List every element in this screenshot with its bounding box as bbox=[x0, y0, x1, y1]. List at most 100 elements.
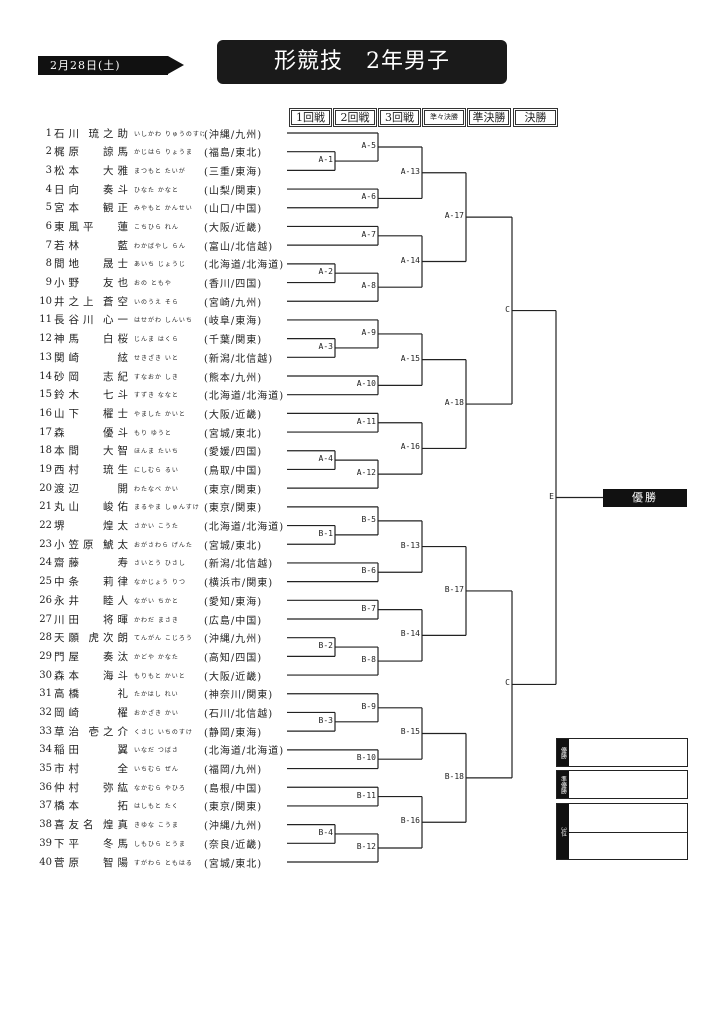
given-name: 将暉 bbox=[103, 613, 132, 626]
player-row: 14 砂岡志紀 すなおか しき (熊本/九州) bbox=[38, 368, 284, 384]
player-row: 3 松本大雅 まつもと たいが (三重/東海) bbox=[38, 162, 284, 178]
family-name: 渡辺 bbox=[54, 482, 83, 495]
given-name: 智陽 bbox=[103, 856, 132, 869]
given-name: 睦人 bbox=[103, 594, 132, 607]
player-kana: なかじょう りつ bbox=[134, 579, 186, 587]
match-label: A-7 bbox=[361, 229, 376, 239]
player-region: (三重/東海) bbox=[204, 166, 263, 178]
player-name: 石川琉之助 bbox=[54, 126, 132, 141]
player-row: 22 堺煌太 さかい こうた (北海道/北海道) bbox=[38, 518, 284, 534]
player-region: (愛知/東海) bbox=[204, 596, 263, 608]
player-region: (島根/中国) bbox=[204, 783, 263, 795]
champion-label: 優勝 bbox=[603, 488, 687, 507]
given-name: 優斗 bbox=[103, 426, 132, 439]
player-kana: なかむら やひろ bbox=[134, 784, 186, 792]
player-number: 25 bbox=[39, 576, 52, 588]
player-row: 23 小笠原鯱太 おがさわら げんた (宮城/東北) bbox=[38, 536, 284, 552]
match-label: B-4 bbox=[318, 827, 333, 837]
player-row: 37 橋本拓 はしもと たく (東京/関東) bbox=[38, 798, 284, 814]
player-name: 長谷川心一 bbox=[54, 312, 132, 327]
player-name: 喜友名煌真 bbox=[54, 817, 132, 832]
match-label: A-2 bbox=[318, 267, 333, 277]
player-name: 永井睦人 bbox=[54, 593, 132, 608]
match-label: B-11 bbox=[356, 790, 376, 800]
player-row: 1 石川琉之助 いしかわ りゅうのすけ (沖縄/九州) bbox=[38, 125, 284, 141]
given-name: 蒼空 bbox=[103, 295, 132, 308]
player-name: 西村琉生 bbox=[54, 462, 132, 477]
family-name: 草治 bbox=[54, 725, 83, 738]
player-number: 6 bbox=[45, 220, 52, 232]
player-row: 19 西村琉生 にしむら るい (鳥取/中国) bbox=[38, 461, 284, 477]
given-name: 開 bbox=[117, 482, 132, 495]
player-region: (沖縄/九州) bbox=[204, 129, 263, 141]
match-label: A-17 bbox=[444, 211, 464, 221]
match-label: B-9 bbox=[361, 701, 376, 711]
family-name: 仲村 bbox=[54, 781, 83, 794]
player-kana: てんがん こじろう bbox=[134, 635, 193, 643]
player-number: 18 bbox=[39, 445, 52, 457]
result-divider bbox=[569, 831, 687, 833]
player-number: 38 bbox=[39, 819, 52, 831]
player-region: (千葉/関東) bbox=[204, 335, 263, 347]
round-header-2: 2回戦 bbox=[333, 108, 377, 127]
match-label: B-7 bbox=[361, 603, 376, 613]
family-name: 高橋 bbox=[54, 688, 83, 701]
player-kana: ほんま たいち bbox=[134, 448, 179, 456]
player-name: 高橋礼 bbox=[54, 686, 132, 701]
player-number: 32 bbox=[39, 706, 52, 718]
result-tag-first: 優勝 bbox=[557, 739, 569, 766]
family-name: 砂岡 bbox=[54, 370, 83, 383]
family-name: 鈴木 bbox=[54, 389, 83, 402]
player-number: 30 bbox=[39, 669, 52, 681]
player-region: (北海道/北海道) bbox=[204, 746, 285, 758]
player-region: (大阪/近畿) bbox=[204, 671, 263, 683]
player-number: 27 bbox=[39, 613, 52, 625]
match-label: B-17 bbox=[444, 584, 464, 594]
player-region: (神奈川/関東) bbox=[204, 690, 274, 702]
family-name: 井之上 bbox=[54, 295, 98, 308]
player-region: (高知/四国) bbox=[204, 652, 263, 664]
family-name: 稲田 bbox=[54, 744, 83, 757]
player-row: 20 渡辺開 わたなべ かい (東京/関東) bbox=[38, 480, 284, 496]
player-kana: かわだ まさき bbox=[134, 616, 179, 624]
player-kana: まるやま しゅんすけ bbox=[134, 504, 200, 512]
player-region: (鳥取/中国) bbox=[204, 465, 263, 477]
player-number: 5 bbox=[45, 202, 52, 214]
player-name: 菅原 智陽 bbox=[54, 855, 132, 870]
player-number: 37 bbox=[39, 800, 52, 812]
player-region: (奈良/近畿) bbox=[204, 839, 263, 851]
family-name: 菅原 bbox=[54, 856, 83, 869]
player-region: (新潟/北信越) bbox=[204, 559, 274, 571]
player-name: 小野友也 bbox=[54, 275, 132, 290]
given-name: 全 bbox=[117, 763, 132, 776]
match-label: A-1 bbox=[318, 155, 333, 165]
player-row: 33 草治壱之介 くさじ いちのすけ (静岡/東海) bbox=[38, 723, 284, 739]
player-region: (愛媛/四国) bbox=[204, 447, 263, 459]
given-name: 煌太 bbox=[103, 520, 132, 533]
player-region: (熊本/九州) bbox=[204, 372, 263, 384]
match-label: B-15 bbox=[400, 727, 420, 737]
family-name: 小笠原 bbox=[54, 538, 98, 551]
player-number: 40 bbox=[39, 856, 52, 868]
match-label: B-8 bbox=[361, 655, 376, 665]
result-box-third: 3位 bbox=[556, 803, 688, 860]
match-label: C bbox=[505, 304, 510, 314]
match-label: A-14 bbox=[400, 255, 420, 265]
family-name: 神馬 bbox=[54, 333, 83, 346]
player-number: 3 bbox=[45, 164, 52, 176]
player-region: (沖縄/九州) bbox=[204, 634, 263, 646]
match-label: C bbox=[505, 678, 510, 688]
match-label: B-2 bbox=[318, 641, 333, 651]
family-name: 中条 bbox=[54, 576, 83, 589]
player-kana: すずき ななと bbox=[134, 392, 179, 400]
player-name: 本間大智 bbox=[54, 443, 132, 458]
given-name: 琉之助 bbox=[88, 127, 132, 140]
player-kana: やました かいと bbox=[134, 410, 186, 418]
player-name: 山下櫂士 bbox=[54, 406, 132, 421]
family-name: 喜友名 bbox=[54, 819, 98, 832]
match-label: B-18 bbox=[444, 771, 464, 781]
player-row: 29 門屋奏汰 かどや かなた (高知/四国) bbox=[38, 648, 284, 664]
match-label: A-9 bbox=[361, 327, 376, 337]
player-kana: きゆな こうま bbox=[134, 822, 179, 830]
